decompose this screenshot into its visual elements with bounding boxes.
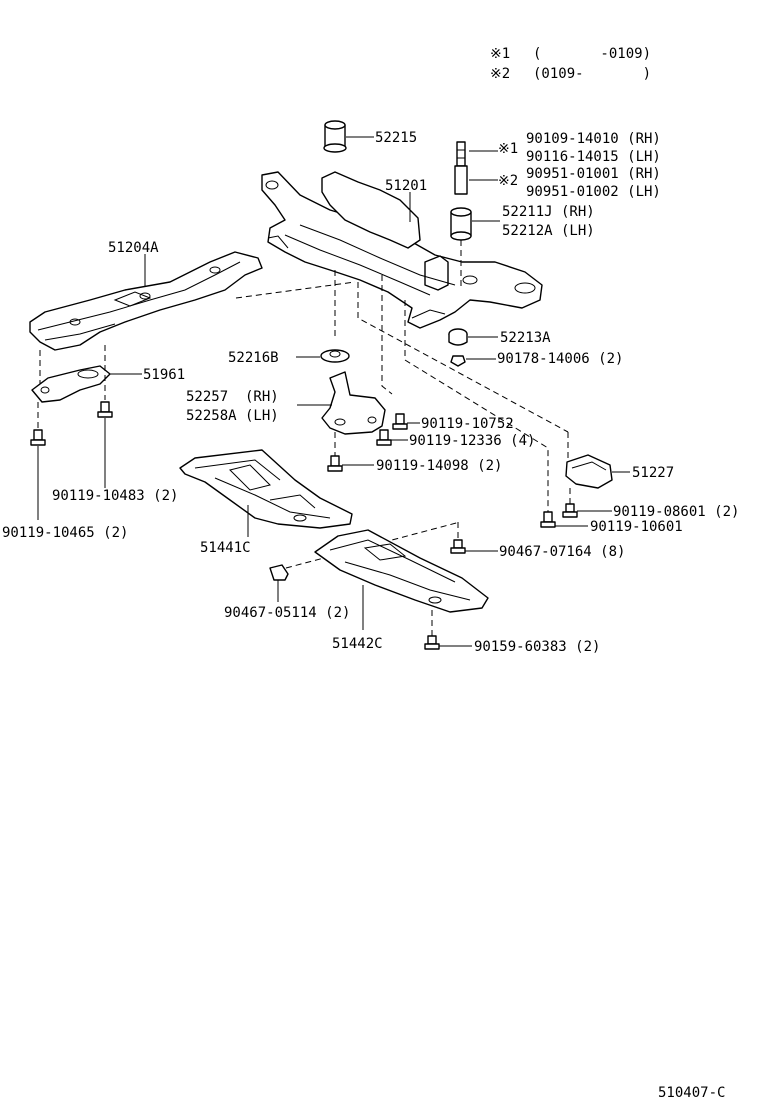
bushing-52211j bbox=[450, 207, 500, 290]
legend-range-2: (0109- ) bbox=[533, 66, 651, 82]
legend-mark-1: ※1 bbox=[490, 46, 510, 62]
label-90116-14015: 90116-14015 (LH) bbox=[526, 149, 661, 165]
label-52213a: 52213A bbox=[500, 330, 551, 346]
label-52211j: 52211J (RH) bbox=[502, 204, 595, 220]
stopper-52216b bbox=[296, 349, 350, 363]
label-90119-08601: 90119-08601 (2) bbox=[613, 504, 739, 520]
bolt-90467-07164 bbox=[450, 522, 498, 554]
label-90119-10465: 90119-10465 (2) bbox=[2, 525, 128, 541]
member-51204a bbox=[29, 251, 263, 351]
label-90119-14098: 90119-14098 (2) bbox=[376, 458, 502, 474]
label-90467-07164: 90467-07164 (8) bbox=[499, 544, 625, 560]
legend-mark-2: ※2 bbox=[490, 66, 510, 82]
label-90159-60383: 90159-60383 (2) bbox=[474, 639, 600, 655]
label-90951-01002: 90951-01002 (LH) bbox=[526, 184, 661, 200]
label-52212a: 52212A (LH) bbox=[502, 223, 595, 239]
cover-51441c bbox=[179, 449, 353, 537]
label-90119-10601: 90119-10601 bbox=[590, 519, 683, 535]
label-note-mark-2: ※2 bbox=[498, 173, 518, 189]
label-51442c: 51442C bbox=[332, 636, 383, 652]
label-52257: 52257 (RH) bbox=[186, 389, 279, 405]
label-90109-14010: 90109-14010 (RH) bbox=[526, 131, 661, 147]
label-51441c: 51441C bbox=[200, 540, 251, 556]
dashed-lines-upper bbox=[235, 270, 569, 512]
bolt-90159-60383 bbox=[424, 635, 472, 650]
label-90467-05114: 90467-05114 (2) bbox=[224, 605, 350, 621]
label-90119-10752: 90119-10752 bbox=[421, 416, 514, 432]
cover-51442c bbox=[314, 529, 489, 636]
bolts-bracket bbox=[327, 413, 420, 472]
bushing-52215 bbox=[323, 120, 374, 153]
legend: ※1 ( -0109) ※2 (0109- ) bbox=[490, 46, 651, 82]
label-52216b: 52216B bbox=[228, 350, 279, 366]
label-52215: 52215 bbox=[375, 130, 417, 146]
label-51201: 51201 bbox=[385, 178, 427, 194]
label-note-mark-1: ※1 bbox=[498, 141, 518, 157]
label-51961: 51961 bbox=[143, 367, 185, 383]
label-51227: 51227 bbox=[632, 465, 674, 481]
label-90119-10483: 90119-10483 (2) bbox=[52, 488, 178, 504]
cushion-52213a bbox=[448, 328, 498, 367]
label-52258a: 52258A (LH) bbox=[186, 408, 279, 424]
clip-90467-05114 bbox=[269, 521, 461, 602]
bolts-right bbox=[540, 503, 612, 528]
bolts-lower-left bbox=[30, 401, 113, 520]
label-90178-14006: 90178-14006 (2) bbox=[497, 351, 623, 367]
plate-51961 bbox=[31, 345, 142, 403]
diagram-code: 510407-C bbox=[658, 1085, 725, 1101]
label-51204a: 51204A bbox=[108, 240, 159, 256]
stud-bolt bbox=[454, 141, 498, 195]
legend-range-1: ( -0109) bbox=[533, 46, 651, 62]
mount-51227 bbox=[565, 432, 630, 504]
label-90119-12336: 90119-12336 (4) bbox=[409, 433, 535, 449]
label-90951-01001: 90951-01001 (RH) bbox=[526, 166, 661, 182]
crossmember-51201 bbox=[261, 171, 543, 329]
bracket-52257 bbox=[297, 371, 386, 435]
